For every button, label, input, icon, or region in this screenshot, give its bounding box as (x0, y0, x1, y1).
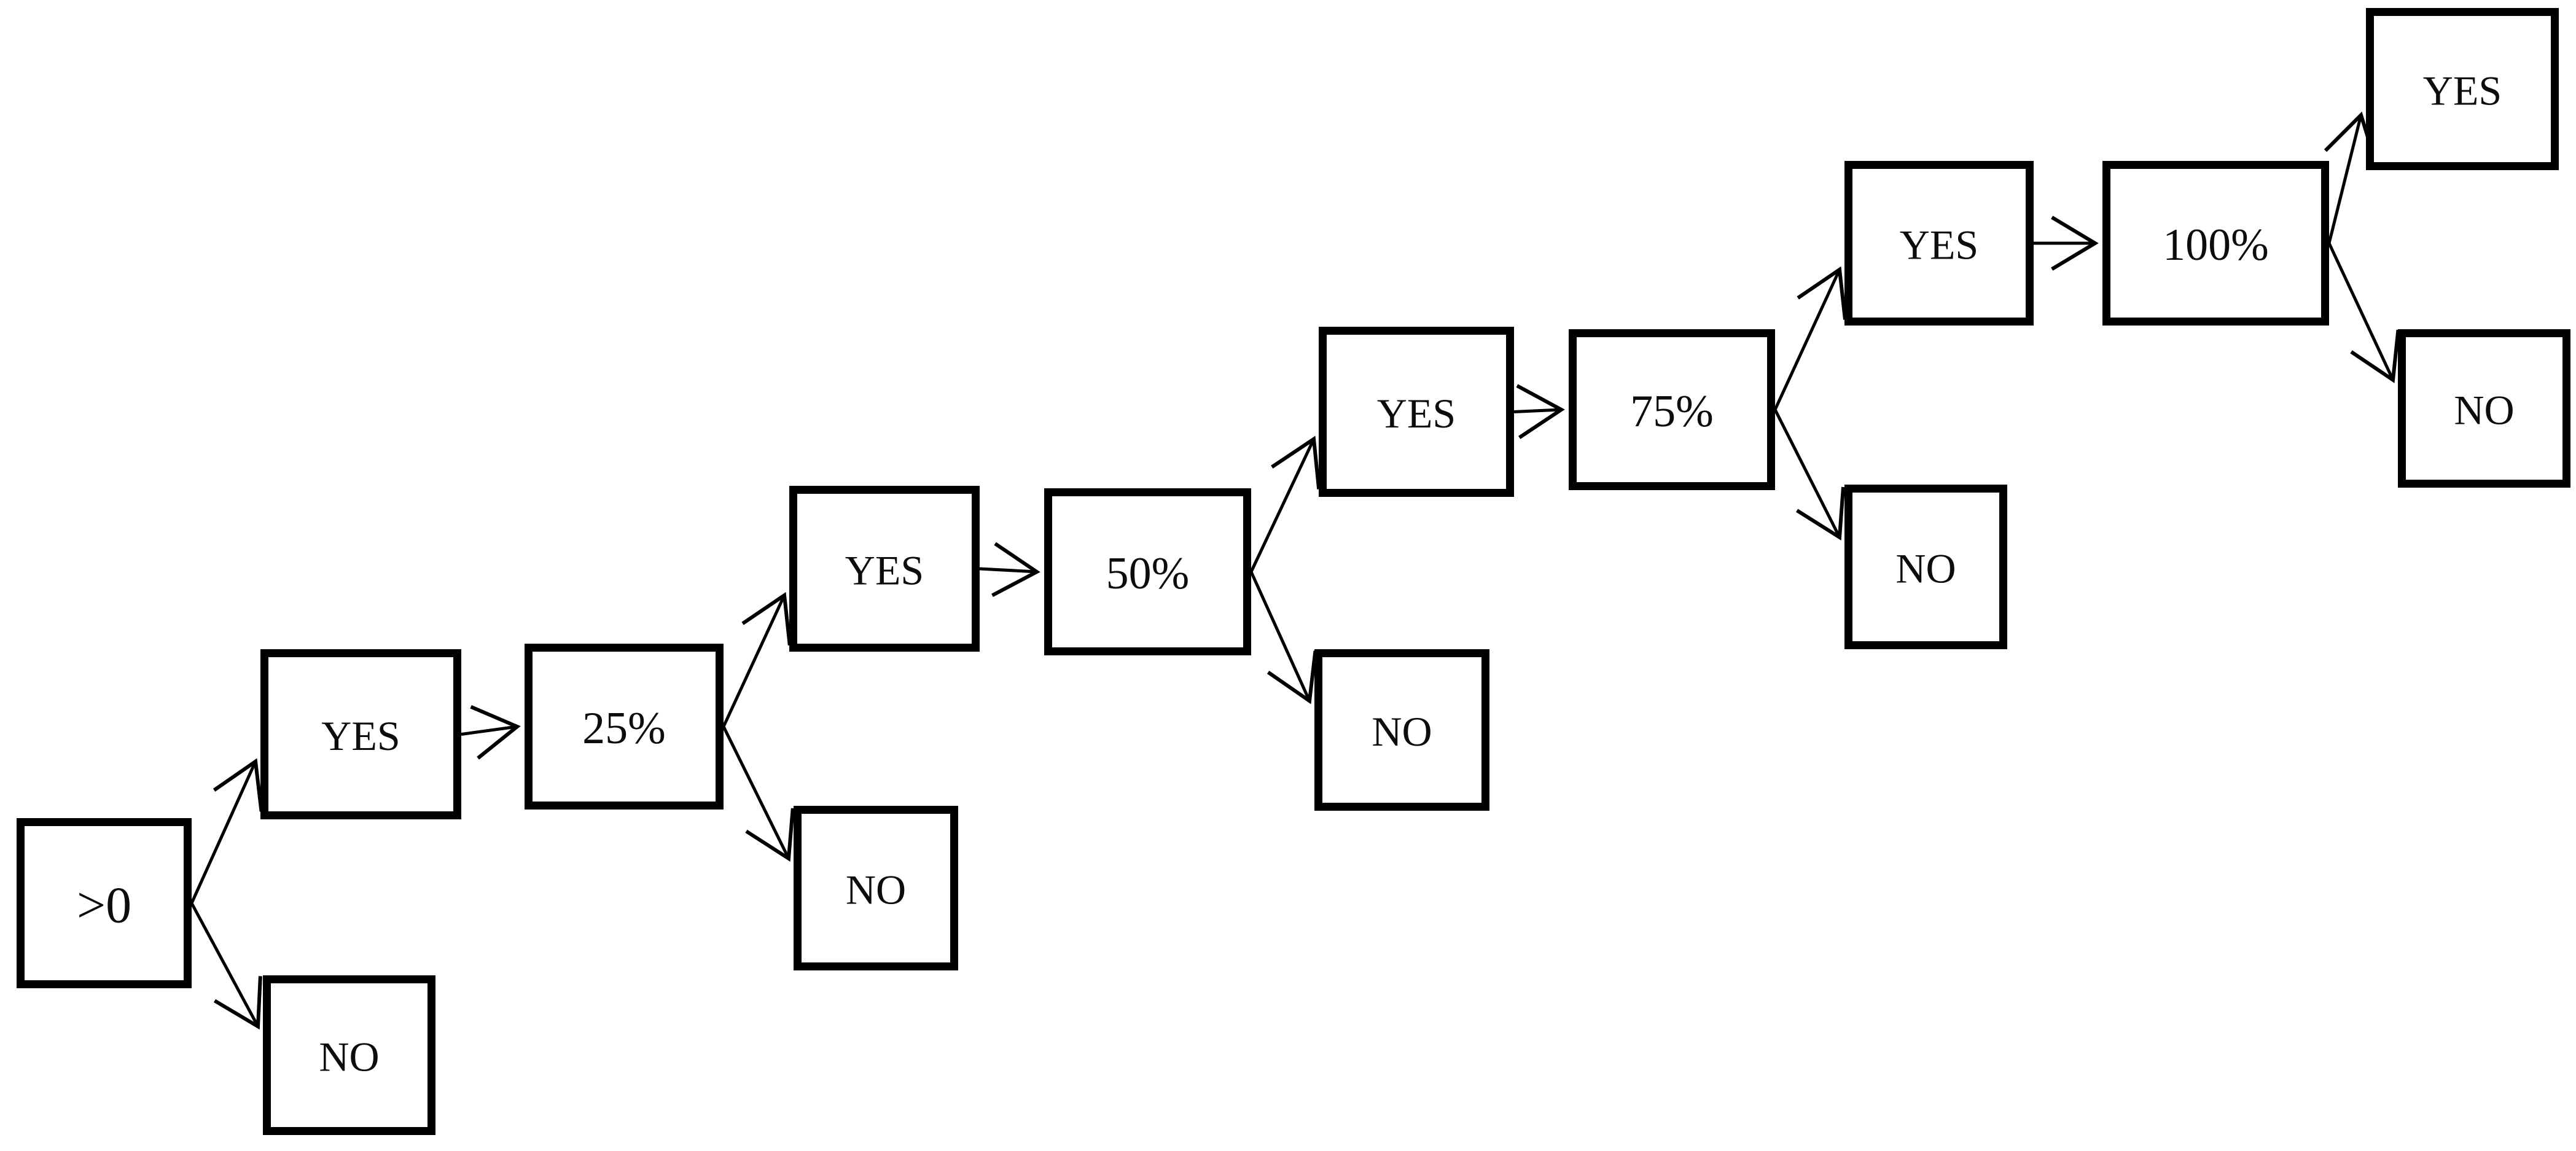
node-label: NO (2454, 387, 2514, 434)
node-label: 75% (1630, 386, 1714, 437)
arrow-shaft (1773, 408, 1841, 538)
arrow-yes4-to-p100 (2034, 216, 2099, 271)
node-yes1: YES (260, 649, 461, 819)
arrow-gt0-to-yes1 (190, 758, 263, 904)
arrowhead-icon (1516, 384, 1565, 439)
node-box (2398, 329, 2570, 488)
arrowhead-icon (745, 808, 795, 862)
node-box (263, 975, 435, 1135)
node-label: 50% (1106, 548, 1190, 599)
node-label: YES (2423, 68, 2502, 114)
node-label: 25% (582, 703, 666, 754)
node-yes3: YES (1319, 327, 1514, 497)
node-box (1569, 329, 1775, 490)
node-label: NO (1372, 708, 1432, 755)
arrow-p25-to-no2 (722, 725, 795, 862)
arrow-yes3-to-p75 (1513, 384, 1565, 439)
arrowhead-icon (1271, 435, 1321, 490)
node-no4: NO (1844, 485, 2007, 649)
node-p50: 50% (1044, 488, 1251, 655)
node-box (1319, 327, 1514, 497)
arrow-shaft (461, 725, 518, 736)
arrow-shaft (2327, 114, 2363, 244)
node-box (2102, 161, 2329, 326)
node-box (1314, 649, 1489, 811)
node-no2: NO (794, 806, 958, 970)
arrowhead-icon (741, 591, 792, 646)
node-box (1844, 485, 2007, 649)
arrow-p50-to-yes3 (1249, 435, 1321, 573)
node-yes2: YES (789, 486, 980, 652)
arrowhead-icon (470, 704, 521, 760)
arrow-shaft (722, 595, 786, 728)
arrow-shaft (1773, 268, 1841, 411)
arrowhead-icon (2350, 329, 2400, 383)
arrow-shaft (1249, 438, 1316, 573)
node-label: YES (845, 547, 924, 594)
node-p100: 100% (2102, 161, 2329, 326)
arrow-yes2-to-p50 (979, 542, 1040, 598)
arrow-shaft (190, 902, 260, 1028)
node-yes4: YES (1844, 161, 2034, 326)
node-yes5: YES (2366, 8, 2559, 170)
arrowhead-icon (1797, 266, 1847, 320)
arrowhead-icon (213, 758, 263, 812)
arrow-shaft (979, 567, 1037, 574)
arrow-shaft (722, 725, 790, 859)
node-box (1044, 488, 1251, 655)
arrowhead-icon (213, 976, 262, 1030)
node-no3: NO (1314, 649, 1489, 811)
node-no5: NO (2398, 329, 2570, 488)
arrowhead-icon (1796, 486, 1845, 540)
node-p25: 25% (525, 644, 724, 810)
arrow-shaft (1249, 571, 1311, 702)
arrow-yes1-to-p25 (461, 704, 521, 760)
arrow-p50-to-no3 (1249, 571, 1317, 704)
arrow-p100-to-no5 (2327, 242, 2400, 383)
arrowhead-icon (991, 542, 1040, 598)
node-box (1844, 161, 2034, 326)
arrow-p75-to-no4 (1773, 408, 1845, 540)
arrow-shaft (1513, 408, 1562, 413)
arrow-shaft (190, 760, 257, 904)
node-label: >0 (77, 876, 131, 934)
node-label: NO (1895, 545, 1956, 592)
node-label: YES (1900, 222, 1978, 268)
node-box (525, 644, 724, 810)
node-label: YES (321, 712, 400, 759)
arrow-shaft (2327, 242, 2395, 381)
node-box (794, 806, 958, 970)
node-label: YES (1377, 390, 1456, 437)
node-box (2366, 8, 2559, 170)
nodes-layer: >0 YES NO 25% YES NO 50% YES NO 75% YES NO 100% YES NO (17, 8, 2570, 1135)
arrow-p75-to-yes4 (1773, 266, 1847, 411)
arrowhead-icon (2051, 216, 2099, 271)
node-p75: 75% (1569, 329, 1775, 490)
node-gt0: >0 (17, 818, 192, 988)
node-no1: NO (263, 975, 435, 1135)
edges-layer (190, 111, 2400, 1030)
node-box (17, 818, 192, 988)
arrow-gt0-to-no1 (190, 902, 262, 1030)
node-label: NO (846, 867, 906, 913)
node-label: 100% (2163, 220, 2269, 270)
arrowhead-icon (1267, 650, 1317, 704)
node-box (260, 649, 461, 819)
arrow-p25-to-yes2 (722, 591, 792, 728)
node-box (789, 486, 980, 652)
node-label: NO (319, 1034, 379, 1080)
